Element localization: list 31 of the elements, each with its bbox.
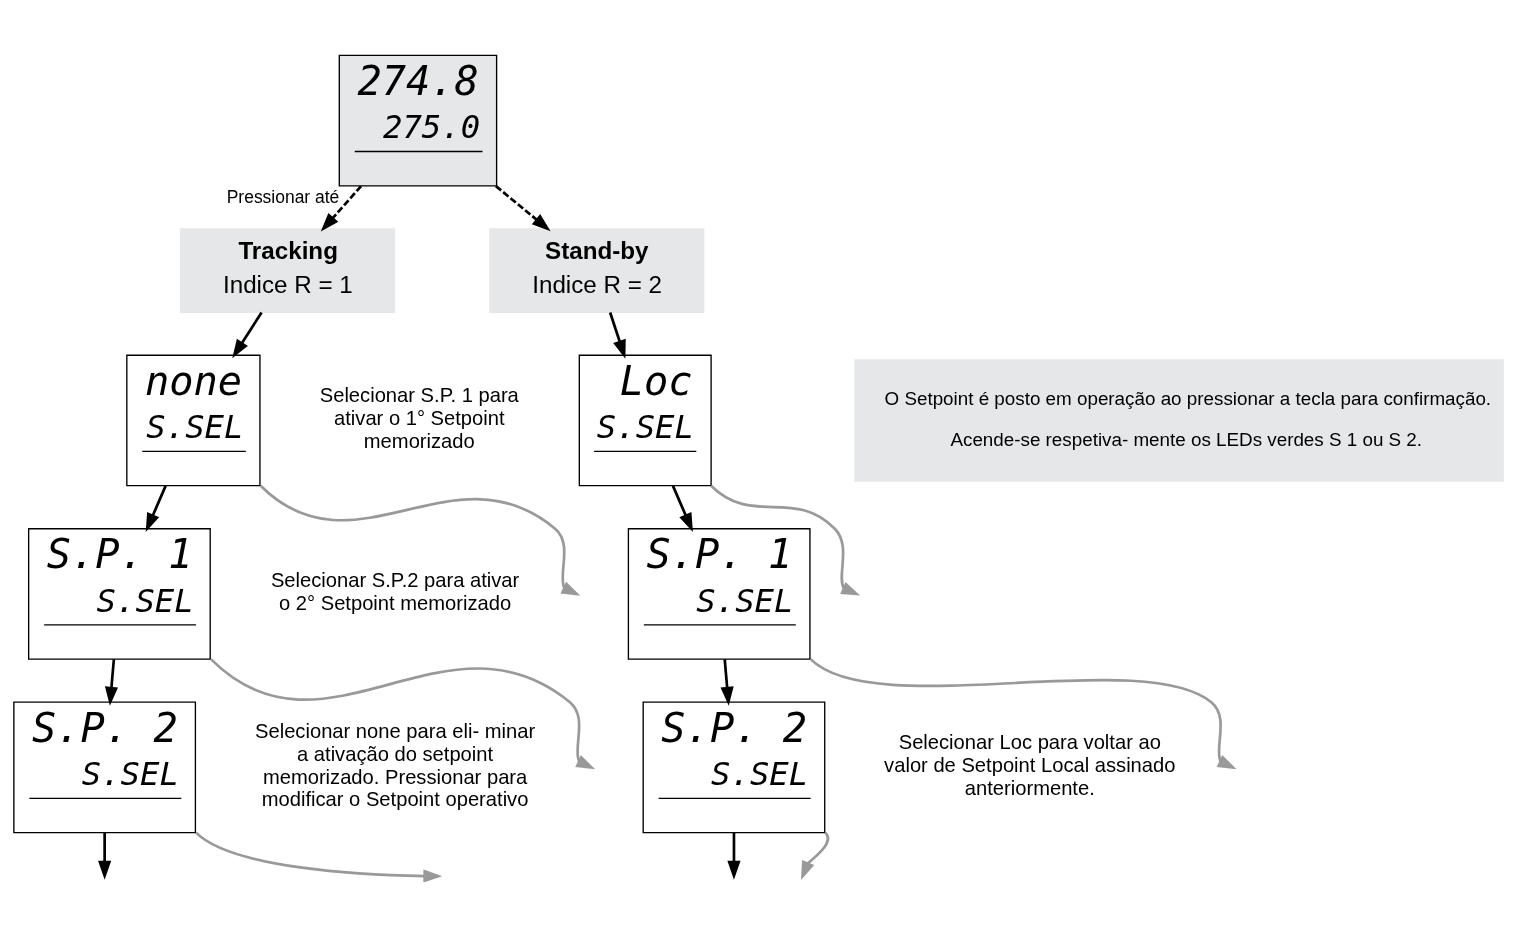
node-box: O Setpoint é posto em operação ao pressionar a tecla para confirmação. Acende-se respetiva- mente os LEDs verdes S 1 ou S 2. (854, 358, 1504, 482)
label: Selecionar S.P. 1 para ativar o 1° Setpoint memorizado (319, 383, 519, 452)
arrow (495, 184, 551, 231)
node-box: none S.SEL (126, 354, 261, 486)
arrow (710, 484, 861, 596)
edge-label: Pressionar até (226, 186, 340, 207)
arrow (210, 657, 596, 769)
node-box: S.P. 1 S.SEL (28, 527, 211, 660)
node-box: Stand-by Indice R = 2 (489, 227, 705, 313)
node-label: Selecionar none para eli- minar a ativação do setpoint memorizado. Pressionar para modificar o Setpoint operativo (255, 719, 536, 810)
arrow (720, 658, 734, 706)
node-box: S.P. 1 S.SEL (627, 527, 811, 660)
label: Selecionar S.P.2 para ativar o 2° Setpoint memorizado (270, 568, 520, 614)
node-label: Selecionar Loc para voltar ao valor de Setpoint Local assinado anteriormente. (884, 730, 1176, 799)
arrow (195, 831, 443, 882)
arrow (801, 831, 830, 880)
arrow (608, 311, 626, 359)
node-box: 274.8 275.0 (338, 54, 498, 186)
arrow (671, 484, 693, 532)
node-box: Tracking Indice R = 1 (179, 227, 396, 313)
arrow (809, 657, 1237, 769)
arrow (259, 484, 581, 596)
arrow (145, 484, 167, 532)
arrow (320, 184, 363, 232)
arrow (232, 311, 263, 358)
arrow (98, 832, 112, 880)
node-box: Loc S.SEL (578, 354, 712, 486)
arrow (727, 832, 741, 880)
node-box: S.P. 2 S.SEL (642, 701, 826, 833)
arrow (104, 658, 119, 706)
node-box: S.P. 2 S.SEL (13, 701, 197, 833)
